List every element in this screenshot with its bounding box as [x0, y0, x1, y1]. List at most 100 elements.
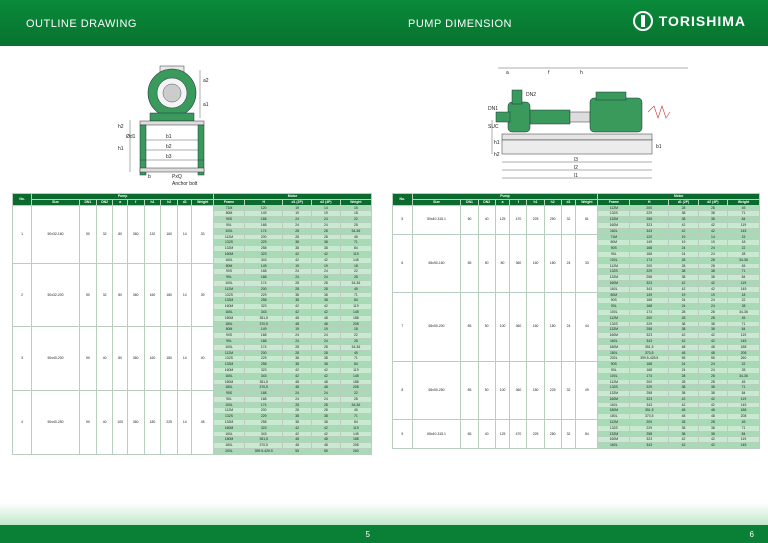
pump-cell-weight: 84: [575, 419, 599, 450]
pump-cell-f: 360: [126, 204, 145, 264]
left-header-bar: OUTLINE DRAWING: [0, 0, 384, 46]
pump-cell-f: 360: [509, 233, 528, 293]
label-h: h: [580, 70, 583, 76]
motor-cell: 84: [727, 216, 760, 223]
motor-cell: 71: [727, 210, 760, 218]
motor-cell: 229: [244, 239, 284, 247]
label-b3: b3: [166, 154, 172, 160]
pump-cell-size: 65x40-315.1: [411, 419, 462, 450]
motor-cell: 119: [727, 222, 760, 229]
pump-cell-d1: 24: [560, 291, 577, 363]
motor-cell: 42: [697, 227, 729, 235]
pump-cell-a: 80: [112, 262, 128, 328]
motor-cell: 24: [697, 245, 729, 252]
motor-cell: 22: [727, 245, 760, 252]
pump-cell-h1: 225: [526, 204, 545, 235]
pump-cell-f: 360: [509, 291, 528, 363]
left-footer-bar: 5: [0, 525, 384, 543]
pump-cell-dn2: 40: [95, 390, 114, 455]
column-header: Weight: [727, 198, 760, 206]
pump-cell-h1: 160: [143, 262, 162, 328]
pump-cell-dn2: 50: [477, 291, 496, 363]
label-h1: h1: [118, 146, 124, 152]
motor-cell: 55: [282, 448, 313, 455]
pump-cell-a: 100: [494, 361, 511, 421]
label-dn1: DN1: [488, 106, 498, 112]
motor-cell: 149: [244, 210, 284, 218]
header-group-motor: Motor: [597, 193, 760, 200]
left-page-number: 5: [365, 530, 370, 539]
motor-cell: 200L: [212, 448, 246, 455]
pump-cell-size: 50x32-200: [31, 262, 80, 328]
motor-cell: 120: [244, 204, 284, 212]
pump-cell-h2: 250: [543, 204, 562, 235]
label-l3: l3: [574, 157, 578, 163]
pump-cell-weight: 48: [191, 390, 214, 455]
pump-cell-f: 470: [509, 419, 528, 450]
motor-cell: 14: [697, 233, 729, 241]
pump-cell-weight: 49: [575, 361, 599, 421]
motor-cell: 84: [339, 245, 373, 252]
label-l1: l1: [574, 173, 578, 179]
pump-cell-dn2: 50: [477, 233, 496, 293]
pump-cell-dn2: 32: [95, 204, 114, 264]
motor-cell: 42: [697, 442, 729, 450]
pump-cell-h1: 225: [526, 419, 545, 450]
motor-cell: 15: [727, 233, 760, 241]
motor-cell: 18: [727, 239, 760, 247]
pump-cell-size: 65x50-200: [411, 291, 462, 363]
pump-cell-a: 80: [112, 204, 128, 264]
right-page: PUMP DIMENSION TORISHIMA a f h DN2 DN1 S…: [384, 0, 768, 543]
pump-cell-a: 80: [112, 326, 128, 392]
pump-cell-h2: 225: [160, 390, 179, 455]
label-l2: l2: [574, 165, 578, 171]
label-b2: b2: [166, 144, 172, 150]
pump-cell-d1: 32: [560, 361, 577, 421]
left-page-title: OUTLINE DRAWING: [26, 18, 137, 30]
pump-cell-weight: 81: [575, 204, 599, 235]
pump-cell-no: 3: [11, 326, 33, 392]
label-a1: a1: [203, 102, 209, 108]
pump-cell-size: 65x50-160: [411, 233, 462, 293]
pump-cell-weight: 40: [191, 326, 214, 392]
header-group-pump: Pump: [411, 193, 599, 200]
motor-cell: 168: [244, 222, 284, 229]
right-splash: [384, 503, 768, 525]
pump-cell-f: 360: [126, 262, 145, 328]
header-group-motor: Motor: [212, 193, 373, 200]
motor-cell: 22: [339, 216, 373, 223]
label-h2: h2: [118, 124, 124, 130]
pump-cell-no: 5: [392, 204, 413, 235]
label-b1: b1: [656, 144, 662, 150]
brand-name: TORISHIMA: [658, 13, 746, 29]
motor-cell: 258: [244, 245, 284, 252]
pump-cell-f: 360: [509, 361, 528, 421]
motor-cell: 45: [339, 233, 373, 241]
pump-cell-f: 470: [509, 204, 528, 235]
right-page-number: 6: [749, 530, 754, 539]
label-f: f: [548, 70, 550, 76]
